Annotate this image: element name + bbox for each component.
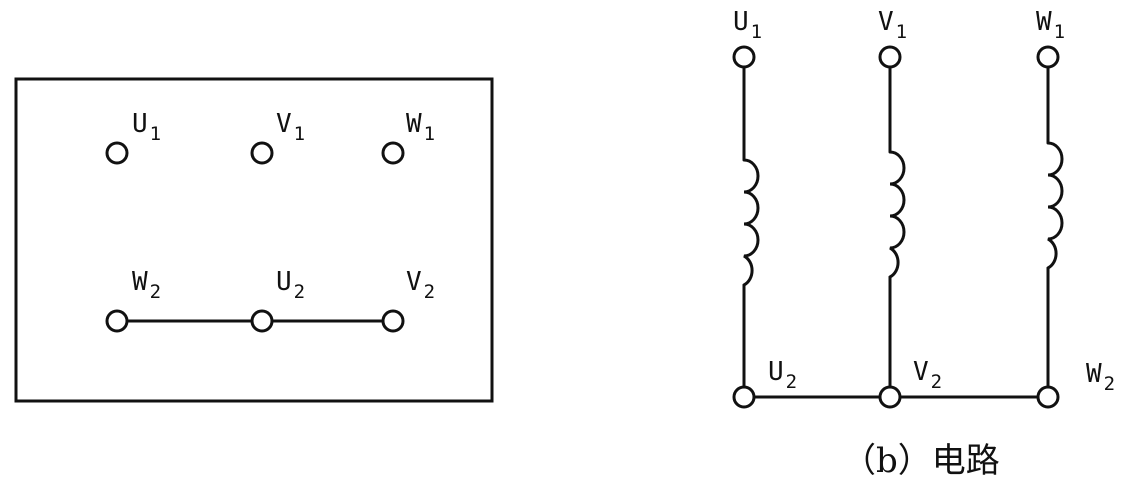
winding-v: [888, 67, 906, 387]
circuit-terminal-u2: [732, 385, 756, 409]
circuit-terminal-u1: [732, 45, 756, 69]
coil-w: [1046, 141, 1064, 270]
coil-v: [888, 150, 906, 279]
winding-w: [1046, 67, 1064, 387]
winding-u: [742, 67, 760, 387]
terminal-w2: [105, 309, 129, 333]
terminal-box-frame: [14, 77, 494, 403]
circuit-terminal-v1: [878, 45, 902, 69]
caption: （b）电路: [842, 441, 1000, 481]
terminal-u1: [105, 141, 129, 165]
coil-u: [742, 158, 760, 287]
terminal-v1: [250, 141, 274, 165]
circuit-terminal-v2: [878, 385, 902, 409]
circuit-terminal-w1: [1036, 45, 1060, 69]
terminal-v2: [381, 309, 405, 333]
terminal-w1: [381, 141, 405, 165]
terminal-u2: [250, 309, 274, 333]
circuit-terminal-w2: [1036, 385, 1060, 409]
